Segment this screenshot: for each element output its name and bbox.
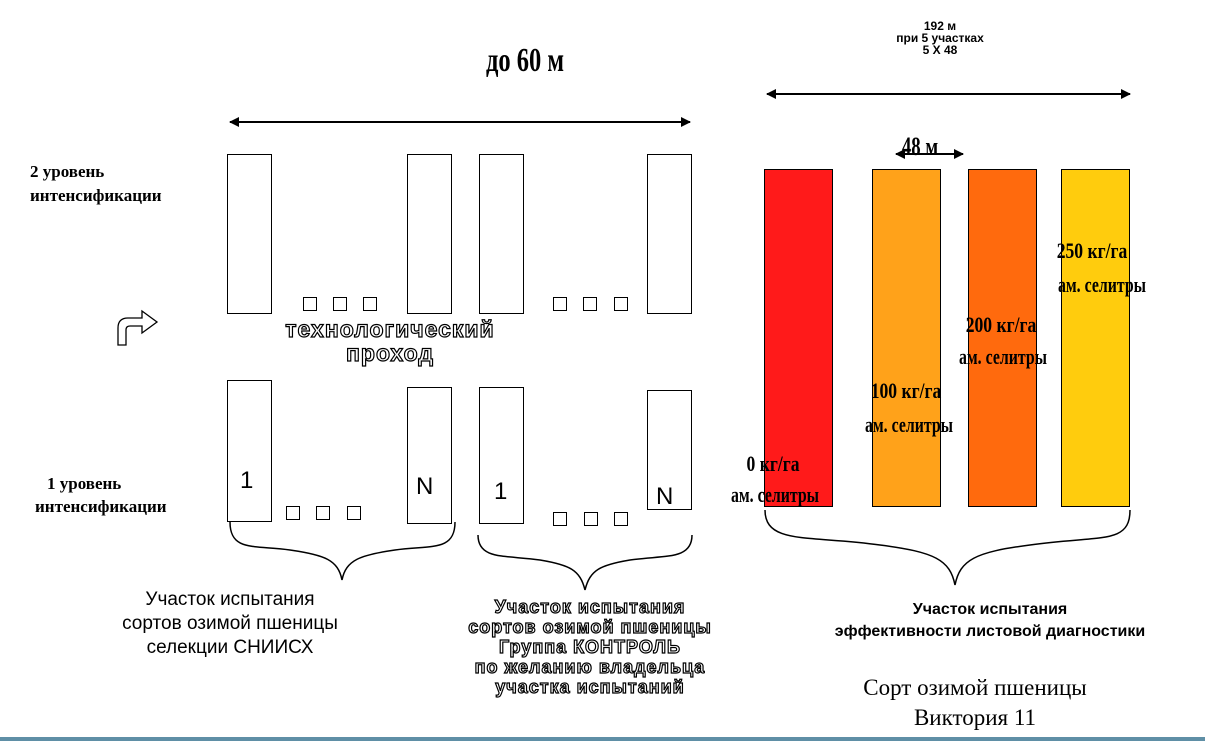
ellipsis-square: [286, 506, 300, 520]
level2-line2: интенсификации: [30, 186, 162, 205]
plot-lower-sniish-first: [227, 380, 272, 522]
dose-strip-200: [968, 169, 1037, 507]
dose-200-line1: 200 кг/га: [965, 312, 1037, 337]
dose-100-line2: ам. селитры: [864, 412, 954, 437]
dose-0-line1: 0 кг/га: [746, 451, 800, 476]
bottom-rule: [0, 737, 1205, 741]
variety-line2: Виктория 11: [913, 705, 1037, 730]
group-sniish-line2: сортов озимой пшеницы: [122, 613, 338, 634]
dose-100-line1: 100 кг/га: [870, 378, 942, 403]
passage-line2: проход: [345, 339, 434, 366]
dose-0-line2: ам. селитры: [730, 482, 820, 507]
plot-label-last: N: [416, 473, 434, 500]
ellipsis-square: [347, 506, 361, 520]
plot-lower-control-first: [479, 387, 524, 524]
plot-lower-control-last: [647, 390, 692, 510]
brace-sniish: [229, 521, 456, 581]
ellipsis-square: [316, 506, 330, 520]
ellipsis-square: [553, 297, 567, 311]
plot-upper-sniish-last: [407, 154, 452, 314]
dose-strip-0: [764, 169, 833, 507]
plot-lower-sniish-last: [407, 387, 452, 524]
strip-width-label: 48 м: [901, 132, 939, 161]
plot-upper-sniish-first: [227, 154, 272, 314]
group-sniish-line1: Участок испытания: [145, 589, 315, 610]
plot-label-first: 1: [494, 478, 508, 505]
curved-arrow-icon: [117, 309, 159, 346]
dose-200-line2: ам. селитры: [958, 344, 1048, 369]
dose-250-line1: 250 кг/га: [1056, 238, 1128, 263]
ellipsis-square: [614, 297, 628, 311]
level1-line1: 1 уровень: [47, 474, 122, 493]
brace-control: [477, 534, 693, 591]
group-control-line4: по желанию владельца: [474, 656, 706, 677]
plot-upper-control-first: [479, 154, 524, 314]
group-control-line2: сортов озимой пшеницы: [468, 616, 712, 637]
right-total-line2: при 5 участках: [896, 31, 984, 45]
group-control-line1: Участок испытания: [494, 596, 686, 617]
variety-line1: Сорт озимой пшеницы: [863, 675, 1087, 700]
dose-strip-250: [1061, 169, 1130, 507]
ellipsis-square: [584, 512, 598, 526]
plot-upper-control-last: [647, 154, 692, 314]
ellipsis-square: [583, 297, 597, 311]
passage-line1: технологический: [285, 315, 495, 342]
level1-line2: интенсификации: [35, 497, 167, 516]
group-diagnostics-line1: Участок испытания: [912, 601, 1068, 618]
dose-strip-100: [872, 169, 941, 507]
brace-diagnostics: [764, 509, 1131, 586]
ellipsis-square: [363, 297, 377, 311]
ellipsis-square: [303, 297, 317, 311]
dose-250-line2: ам. селитры: [1057, 272, 1147, 297]
ellipsis-square: [333, 297, 347, 311]
group-control-line5: участка испытаний: [495, 676, 685, 697]
level2-line1: 2 уровень: [30, 162, 105, 181]
group-diagnostics-line2: эффективности листовой диагностики: [834, 623, 1146, 640]
plot-label-last: N: [656, 483, 674, 510]
group-control-line3: Группа КОНТРОЛЬ: [498, 636, 681, 657]
group-sniish-line3: селекции СНИИСХ: [146, 637, 314, 658]
right-total-line3: 5 X 48: [922, 43, 958, 57]
right-total-line1: 192 м: [923, 19, 957, 33]
ellipsis-square: [614, 512, 628, 526]
ellipsis-square: [553, 512, 567, 526]
plot-label-first: 1: [240, 467, 254, 494]
top-width-label: до 60 м: [485, 42, 565, 79]
